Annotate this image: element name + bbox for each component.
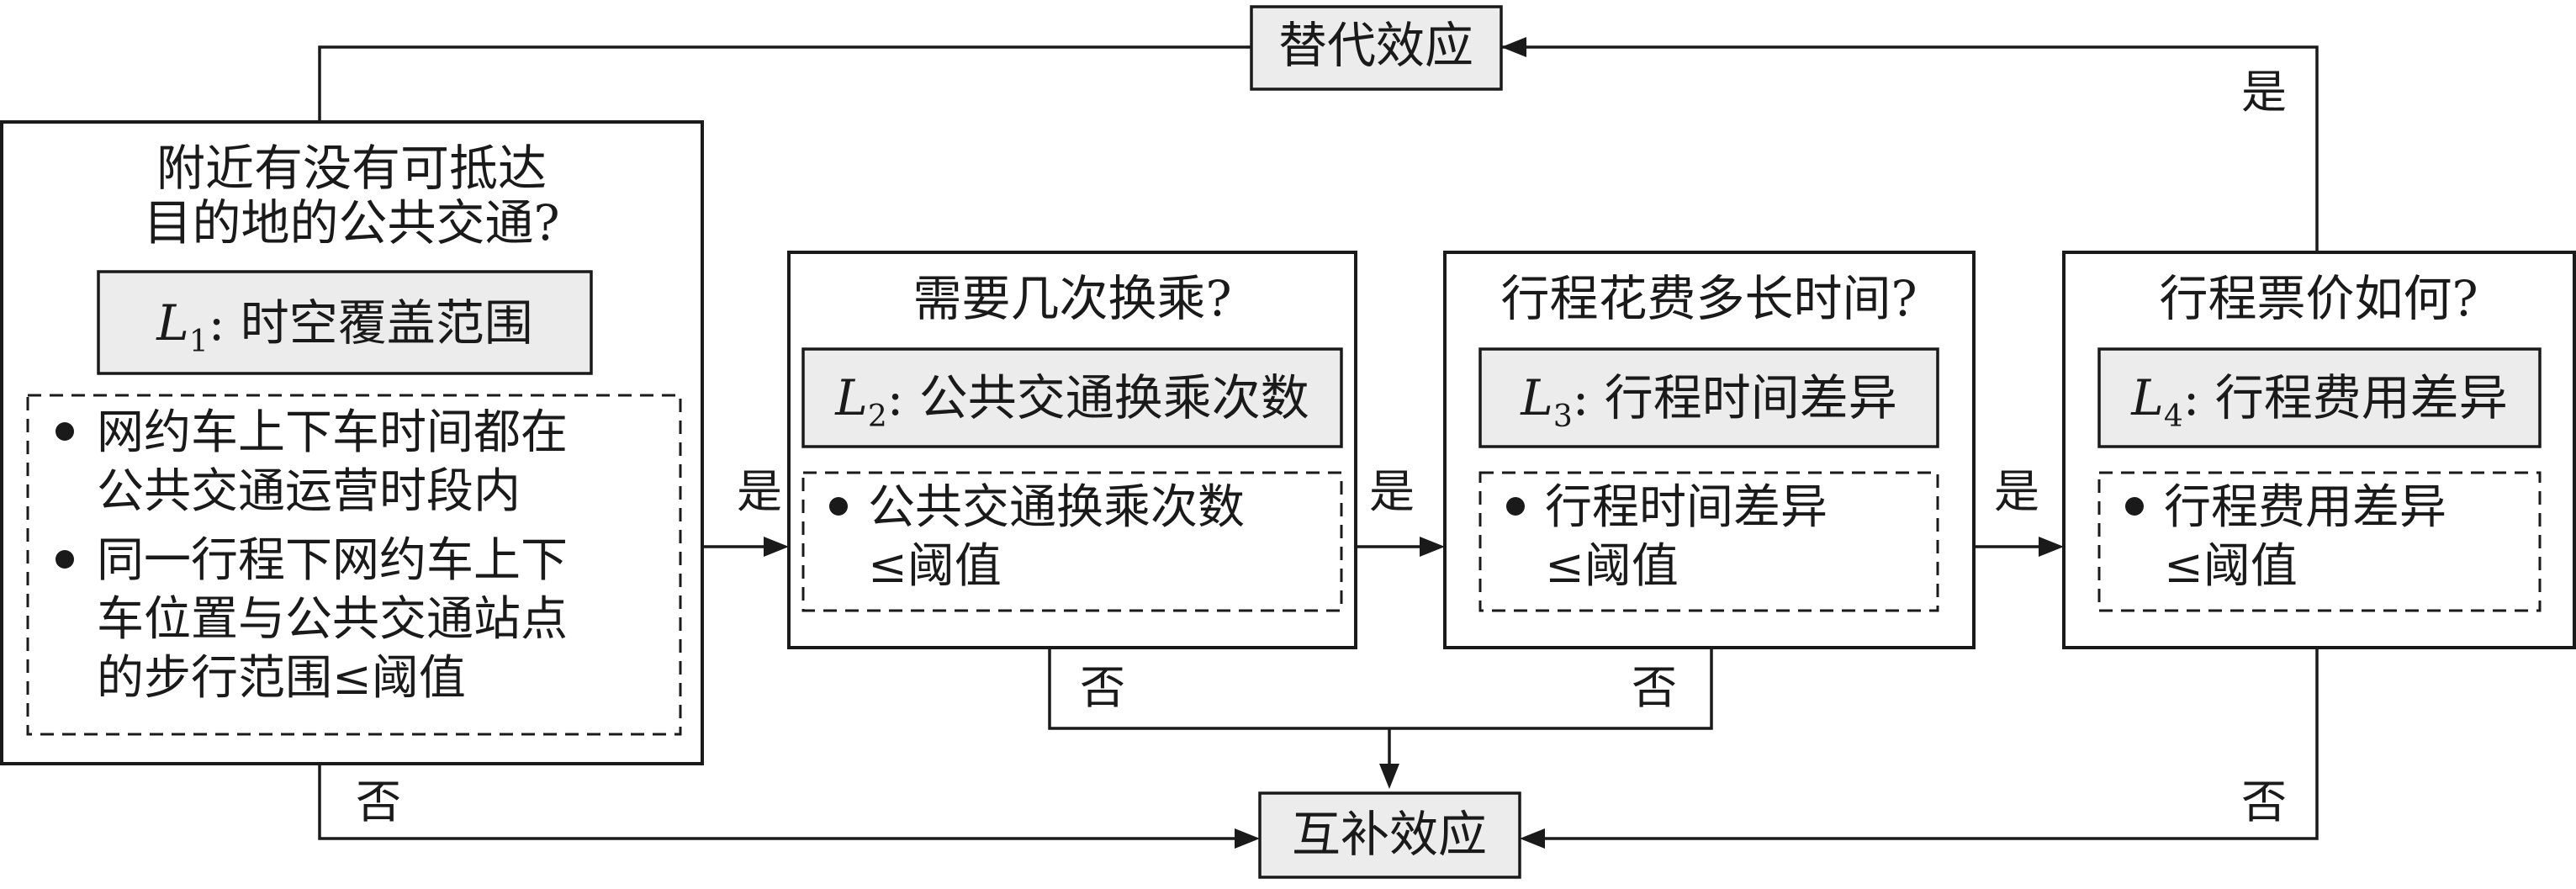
box-3-travel-time-difference: 行程花费多长时间? L3: 行程时间差异 行程时间差异 ≤阈值: [1443, 251, 1976, 649]
arrowhead-complement-right: [1520, 828, 1545, 849]
box4-bullet-line2: ≤阈值: [2164, 539, 2298, 594]
yes-label-box1-to-box2: 是: [737, 465, 782, 518]
connector-box1-to-complement: [318, 764, 1235, 840]
connector-box4-to-substitution: [1501, 45, 2319, 252]
box3-bullet-dot: [1506, 497, 1525, 516]
box1-bullet-2-line3: 的步行范围≤阈值: [97, 651, 466, 706]
box4-bullet-dot: [2125, 497, 2144, 516]
box1-bullet-1-dot: [56, 422, 74, 441]
box2-label: L2: 公共交通换乘次数: [834, 369, 1309, 434]
connector-box1-to-substitution: [318, 45, 1251, 122]
arrowhead-box2: [764, 537, 789, 557]
substitution-effect-box: 替代效应: [1250, 5, 1503, 91]
box1-label: L1: 时空覆盖范围: [156, 294, 532, 359]
box4-bullet-line1: 行程费用差异: [2164, 480, 2446, 535]
box1-bullet-1-line1: 网约车上下车时间都在: [97, 405, 568, 460]
box1-bullet-2-dot: [56, 550, 74, 569]
box1-bullet-2-line1: 同一行程下网约车上下: [97, 533, 568, 588]
yes-label-box3-to-box4: 是: [1994, 465, 2039, 518]
yes-label-box2-to-box3: 是: [1369, 465, 1415, 518]
substitution-effect-label: 替代效应: [1278, 17, 1473, 74]
arrowhead-box4: [2039, 537, 2064, 557]
box4-label: L4: 行程费用差异: [2130, 369, 2507, 434]
box2-bullet-line2: ≤阈值: [868, 539, 1002, 594]
arrowhead-complement-left: [1235, 828, 1260, 849]
arrowhead-box3: [1420, 537, 1445, 557]
box3-label: L3: 行程时间差异: [1520, 369, 1896, 434]
complement-effect-label: 互补效应: [1292, 806, 1487, 863]
box-4-fare-difference: 行程票价如何? L4: 行程费用差异 行程费用差异 ≤阈值: [2062, 251, 2576, 649]
no-label-box2: 否: [1080, 661, 1125, 714]
box1-bullet-1-line2: 公共交通运营时段内: [97, 464, 521, 519]
box2-bullet-line1: 公共交通换乘次数: [868, 480, 1245, 535]
connector-box2-box3-merge: [1048, 648, 1713, 730]
box3-bullet-line2: ≤阈值: [1545, 539, 1679, 594]
arrowhead-substitution: [1501, 37, 1526, 57]
box1-question-line2: 目的地的公共交通?: [143, 194, 559, 251]
box2-question: 需要几次换乘?: [912, 270, 1231, 327]
box-1-spatiotemporal-coverage: 附近有没有可抵达 目的地的公共交通? L1: 时空覆盖范围 网约车上下车时间都在…: [0, 120, 704, 765]
box3-question: 行程花费多长时间?: [1500, 270, 1917, 327]
no-label-box3: 否: [1632, 661, 1677, 714]
box3-bullet-line1: 行程时间差异: [1545, 480, 1828, 535]
complement-effect-box: 互补效应: [1258, 791, 1521, 879]
yes-label-box4-to-substitution: 是: [2241, 66, 2287, 119]
box1-question-line1: 附近有没有可抵达: [156, 140, 547, 197]
no-label-box1: 否: [356, 775, 401, 828]
box4-question: 行程票价如何?: [2159, 270, 2478, 327]
box2-bullet-dot: [829, 497, 848, 516]
no-label-box4: 否: [2241, 775, 2287, 828]
arrowhead-complement-top: [1379, 764, 1399, 789]
connector-box4-to-complement: [1545, 648, 2319, 840]
box-2-transfer-count: 需要几次换乘? L2: 公共交通换乘次数 公共交通换乘次数 ≤阈值: [787, 251, 1357, 649]
box1-bullet-2-line2: 车位置与公共交通站点: [97, 592, 568, 647]
